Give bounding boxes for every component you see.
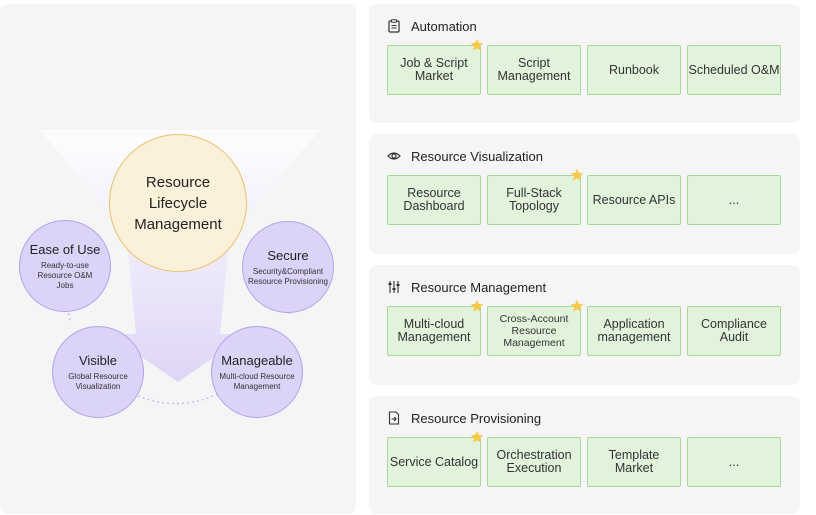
visible-node: Visible Global Resource Visualization [52,326,144,418]
management-section: Resource Management Multi-cloud Manageme… [369,265,800,385]
manageable-title: Manageable [221,352,293,368]
secure-title: Secure [267,247,309,263]
ease-desc: Ready-to-use Resource O&M Jobs [37,260,93,290]
card-scheduled-om[interactable]: Scheduled O&M [687,45,781,95]
eye-icon [387,152,401,160]
visualization-title: Resource Visualization [411,148,543,164]
automation-section: Automation Job & Script Market Script Ma… [369,4,800,123]
management-title: Resource Management [411,279,547,295]
card-more[interactable]: ... [687,175,781,225]
card-resource-apis[interactable]: Resource APIs [587,175,681,225]
card-job-script-market[interactable]: Job & Script Market [387,38,484,95]
card-orchestration-execution[interactable]: Orchestration Execution [487,437,581,487]
star-icon [470,430,484,443]
card-label: Compliance Audit [700,317,767,344]
card-script-management[interactable]: Script Management [487,45,581,95]
ease-title: Ease of Use [29,241,101,257]
star-icon [570,299,584,312]
manageable-desc: Multi-cloud Resource Management [219,371,295,391]
clipboard-icon [388,19,400,33]
card-more[interactable]: ... [687,437,781,487]
card-label: Resource Dashboard [403,186,465,213]
card-application-management[interactable]: Application management [587,306,681,356]
card-label: Runbook [608,62,660,77]
visualization-section: Resource Visualization Resource Dashboar… [369,134,800,254]
secure-desc: Security&Compliant Resource Provisioning [247,266,329,286]
card-label: Multi-cloud Management [397,317,471,344]
card-full-stack-topology[interactable]: Full-Stack Topology [487,168,584,225]
star-icon [570,168,584,181]
card-cross-account-management[interactable]: Cross-Account Resource Management [487,299,584,356]
secure-node: Secure Security&Compliant Resource Provi… [242,221,334,313]
ease-of-use-node: Ease of Use Ready-to-use Resource O&M Jo… [19,220,111,312]
card-label: Template Market [608,448,660,475]
lifecycle-center-node: Resource Lifecycle Management [109,134,247,272]
visible-title: Visible [78,352,118,368]
management-header: Resource Management [387,278,546,296]
provisioning-header: Resource Provisioning [387,409,541,427]
provisioning-title: Resource Provisioning [411,410,542,426]
card-label: Resource APIs [592,192,676,207]
card-runbook[interactable]: Runbook [587,45,681,95]
card-label: ... [728,454,740,469]
manageable-node: Manageable Multi-cloud Resource Manageme… [211,326,303,418]
card-label: Orchestration Execution [496,448,572,475]
card-label: Job & Script Market [400,56,468,83]
card-template-market[interactable]: Template Market [587,437,681,487]
lifecycle-diagram: Resource Lifecycle Management Ease of Us… [0,4,356,514]
provisioning-section: Resource Provisioning Service Catalog Or… [369,396,800,514]
star-icon [470,38,484,51]
automation-header: Automation [387,17,477,35]
sliders-icon [388,281,400,293]
card-label: Full-Stack Topology [506,186,562,213]
star-icon [470,299,484,312]
card-label: Application management [597,317,671,344]
card-service-catalog[interactable]: Service Catalog [387,430,484,487]
export-icon [388,411,400,425]
card-compliance-audit[interactable]: Compliance Audit [687,306,781,356]
visualization-header: Resource Visualization [387,147,543,165]
visible-desc: Global Resource Visualization [68,371,128,391]
card-label: Scheduled O&M [688,62,780,77]
card-label: Script Management [497,56,571,83]
card-multicloud-management[interactable]: Multi-cloud Management [387,299,484,356]
automation-title: Automation [411,18,477,34]
card-label: Cross-Account Resource Management [499,313,569,349]
card-resource-dashboard[interactable]: Resource Dashboard [387,175,481,225]
card-label: Service Catalog [389,454,479,469]
center-title: Resource Lifecycle Management [134,173,222,233]
card-label: ... [728,192,740,207]
